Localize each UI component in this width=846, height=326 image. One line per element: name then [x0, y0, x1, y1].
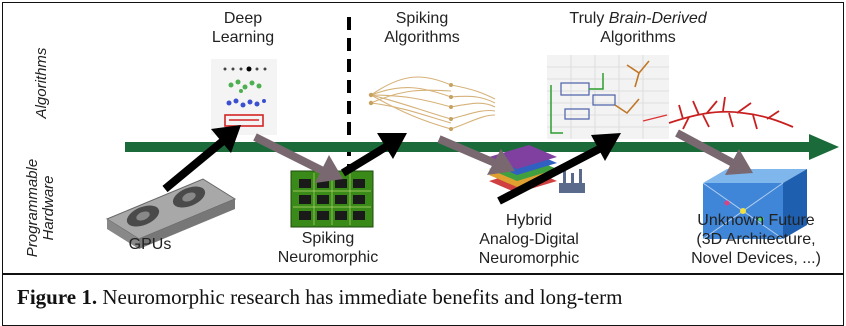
hybrid-stack-image	[489, 145, 585, 193]
label-line: Truly Brain-Derived	[543, 9, 733, 28]
label-line: Learning	[211, 29, 275, 46]
neuromorphic-chip-image	[290, 170, 374, 228]
label-deep-learning: Deep Learning	[193, 9, 293, 47]
arrow-neuromorphic-to-spiking	[340, 133, 407, 177]
label-line: Analog-Digital	[479, 231, 579, 248]
label-spiking-algorithms: Spiking Algorithms	[367, 9, 477, 47]
deep-learning-network-image	[211, 59, 277, 135]
label-gpus: GPUs	[128, 236, 172, 253]
diagram-canvas	[105, 17, 839, 249]
arrow-hybrid-to-brain-derived	[497, 133, 621, 205]
caption-label: Figure 1.	[17, 285, 98, 309]
label-line: Algorithms	[600, 29, 676, 46]
axis-label-algorithms: Algorithms	[33, 47, 50, 119]
red-tree-image	[668, 96, 794, 130]
axis-label-programmable-hardware: Programmable Hardware	[24, 155, 59, 261]
label-line: Unknown Future	[697, 212, 815, 229]
arrow-deep-learning-to-neuromorphic	[253, 133, 343, 183]
axis-label-hw-line1: Programmable	[24, 158, 41, 258]
caption-panel: Figure 1. Neuromorphic research has imme…	[2, 274, 844, 326]
label-line: Novel Devices, ...)	[691, 250, 821, 267]
arrow-gpu-to-deep-learning	[162, 125, 241, 193]
figure-caption: Figure 1. Neuromorphic research has imme…	[17, 285, 829, 310]
label-line: Deep	[223, 10, 263, 27]
caption-text: Neuromorphic research has immediate bene…	[97, 285, 623, 309]
gray-arrows	[253, 129, 753, 183]
brain-derived-image	[547, 55, 669, 139]
label-line: Neuromorphic	[277, 249, 379, 266]
arrow-spiking-to-hybrid	[437, 135, 515, 175]
figure-panel: Algorithms Programmable Hardware Deep Le…	[2, 2, 844, 274]
label-line: Neuromorphic	[478, 250, 580, 267]
label-line: Spiking	[301, 230, 355, 247]
black-arrows	[162, 125, 621, 205]
spiking-network-image	[368, 76, 496, 131]
label-hybrid: Hybrid Analog-Digital Neuromorphic	[459, 211, 599, 268]
gpu-image	[105, 178, 237, 249]
label-spiking-neuromorphic: Spiking Neuromorphic	[265, 229, 391, 267]
label-line: Spiking	[395, 10, 449, 27]
axis-label-hw-line2: Hardware	[40, 175, 57, 241]
future-cube-image	[702, 169, 807, 240]
label-line: Algorithms	[384, 29, 460, 46]
label-line: Hybrid	[505, 212, 553, 229]
label-unknown-future: Unknown Future (3D Architecture, Novel D…	[665, 211, 843, 268]
label-prefix: Truly	[569, 10, 609, 27]
label-line: (3D Architecture,	[696, 231, 816, 248]
timeline-arrow	[125, 134, 839, 160]
arrow-brain-derived-to-future	[675, 129, 753, 175]
label-brain-derived: Truly Brain-Derived Algorithms	[543, 9, 733, 47]
label-emphasis: Brain-Derived	[608, 10, 707, 27]
